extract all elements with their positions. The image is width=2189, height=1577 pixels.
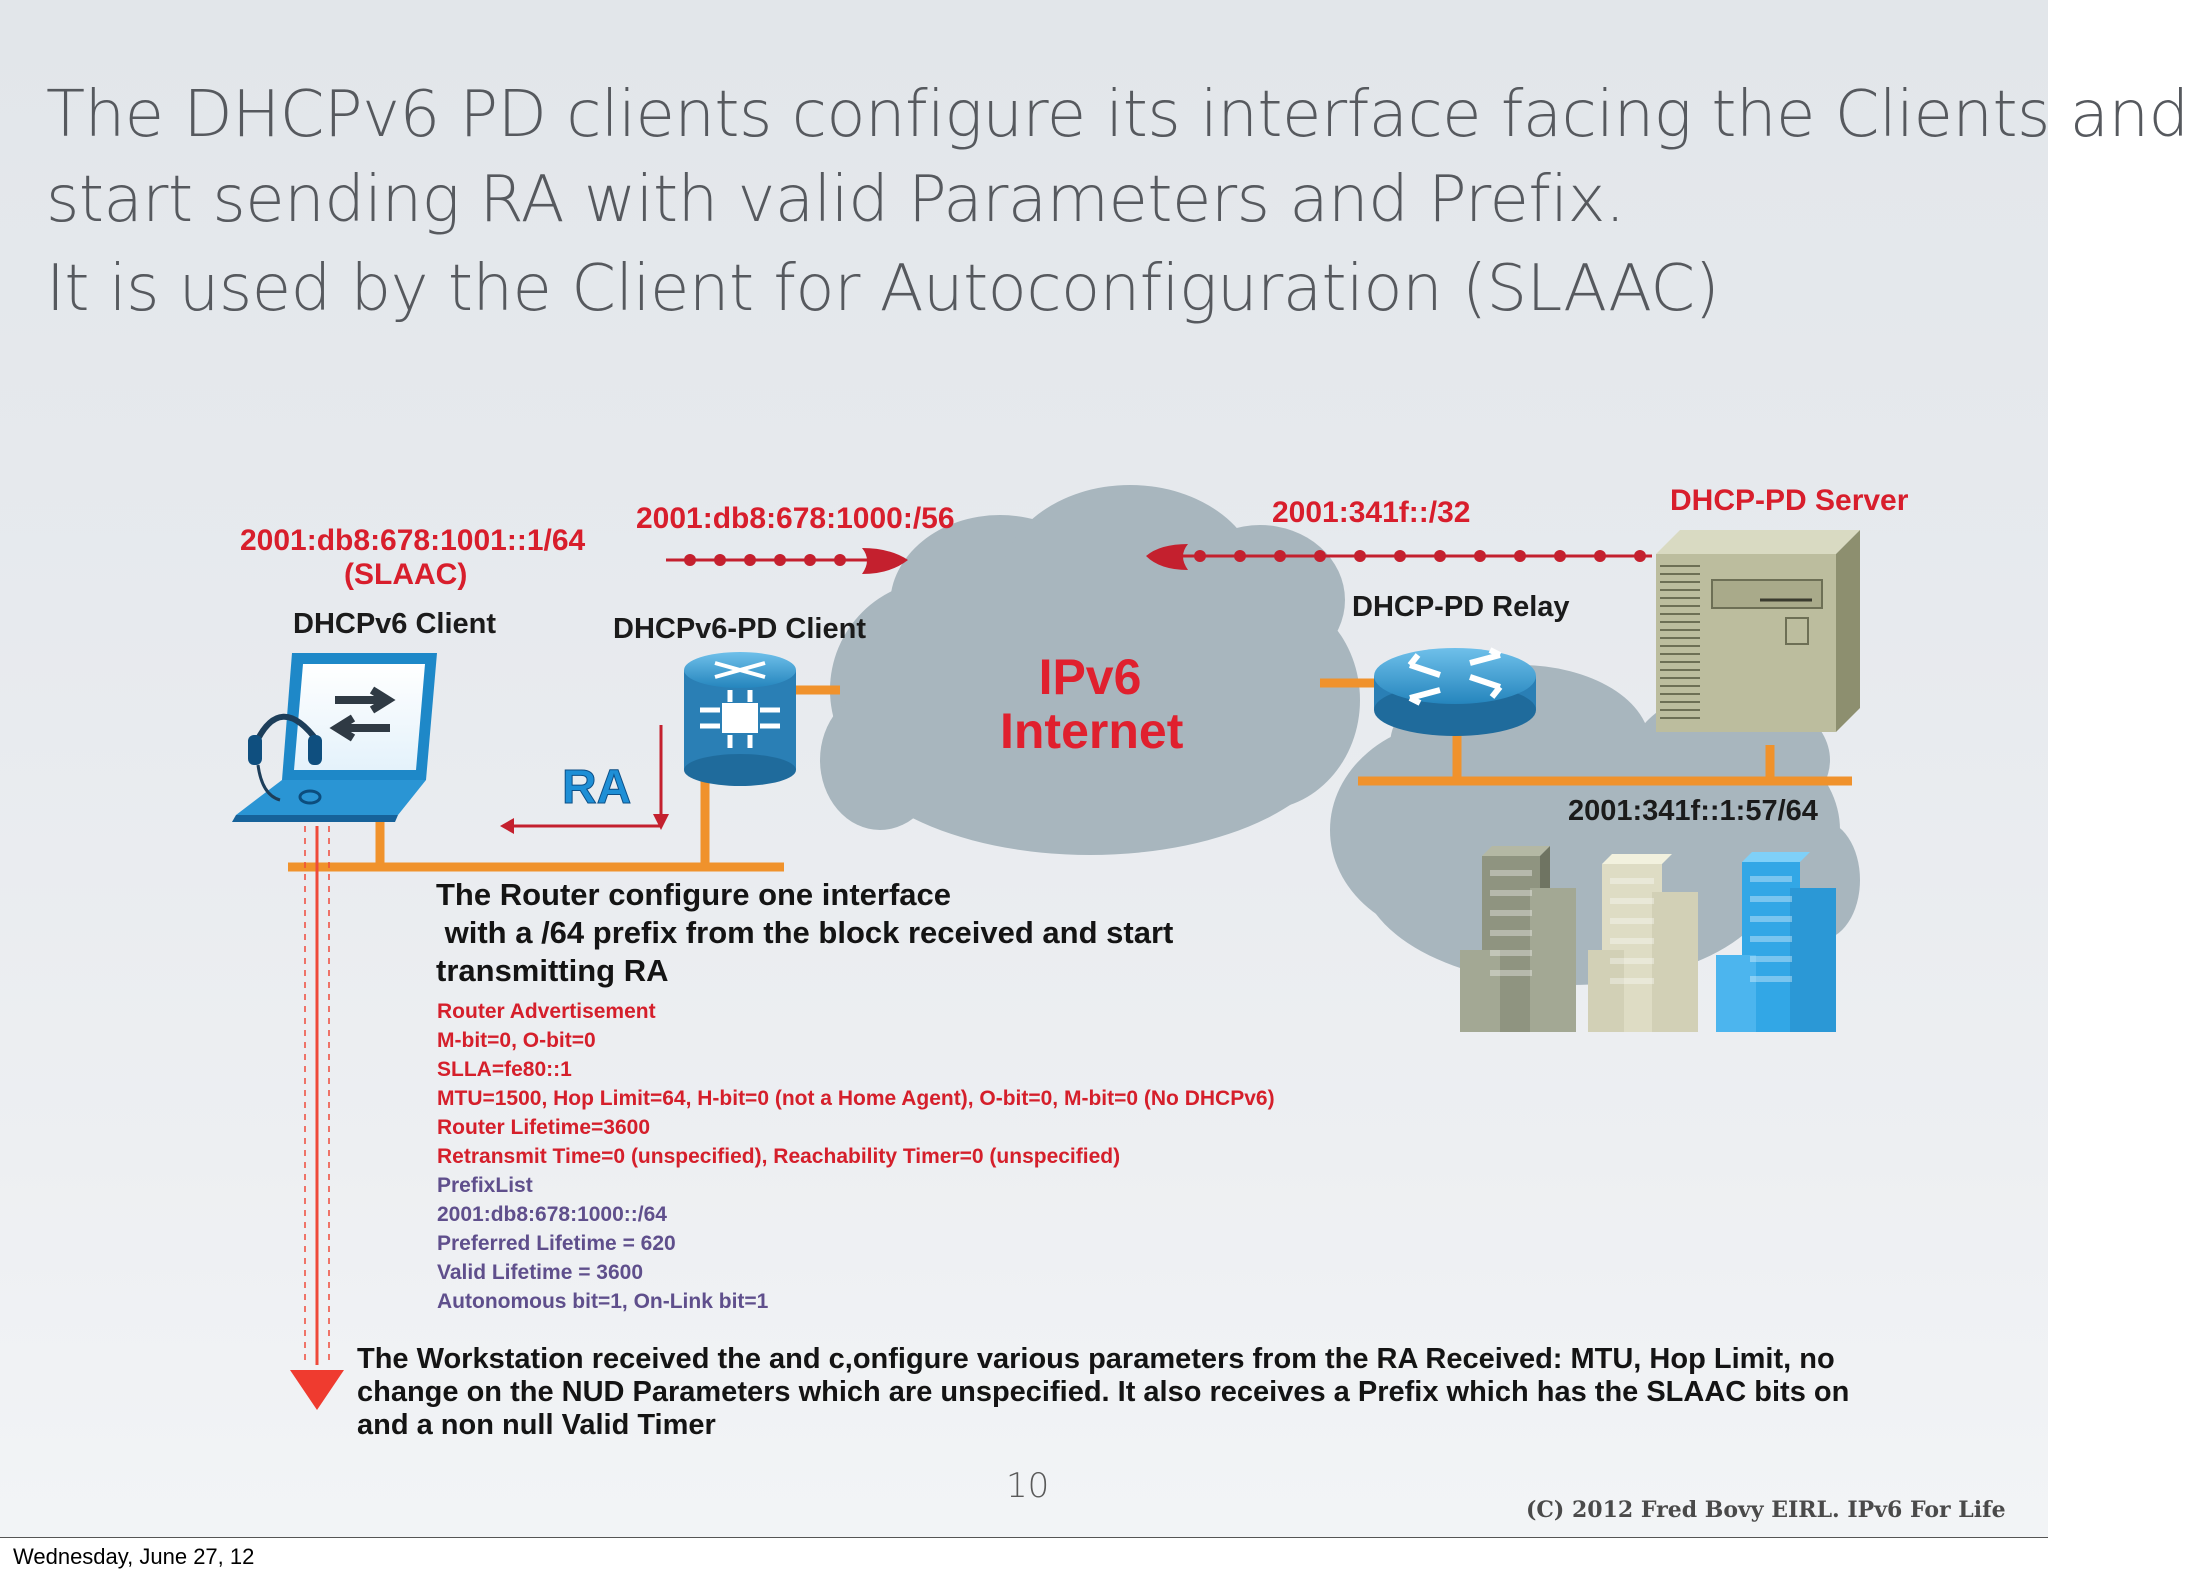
ra-arrow-icon: [500, 725, 669, 834]
ra-field-4: MTU=1500, Hop Limit=64, H-bit=0 (not a H…: [437, 1087, 1275, 1110]
ra-field-2: M-bit=0, O-bit=0: [437, 1029, 596, 1052]
pd-arrow-left-icon: [1146, 544, 1652, 570]
slide-title-line-1: The DHCPv6 PD clients configure its inte…: [46, 78, 2189, 152]
slide-title-line-3: It is used by the Client for Autoconfigu…: [46, 252, 1720, 326]
footer-date: Wednesday, June 27, 12: [13, 1544, 255, 1569]
cloud-label-line-1: IPv6: [1038, 649, 1142, 705]
laptop-icon: [232, 653, 437, 822]
ra-field-8: 2001:db8:678:1000::/64: [437, 1203, 667, 1226]
dhcpv6-client-label: DHCPv6 Client: [293, 608, 497, 640]
workstation-arrow-icon: [290, 826, 344, 1410]
server-subnet-label: 2001:341f::1:57/64: [1568, 795, 1818, 827]
pd-client-router-icon: [684, 652, 796, 786]
ra-field-10: Valid Lifetime = 3600: [437, 1261, 644, 1284]
dhcpv6-pd-client-label: DHCPv6-PD Client: [613, 613, 866, 645]
pd-client-prefix-label: 2001:db8:678:1000:/56: [636, 502, 955, 535]
slide: The DHCPv6 PD clients configure its inte…: [0, 0, 2189, 1537]
workstation-description: The Workstation received the and c,onfig…: [357, 1343, 1850, 1441]
server-icon: [1656, 530, 1860, 732]
ra-field-11: Autonomous bit=1, On-Link bit=1: [437, 1290, 769, 1313]
slide-title-line-2: start sending RA with valid Parameters a…: [46, 163, 1625, 237]
ra-field-3: SLLA=fe80::1: [437, 1058, 572, 1081]
server-label: DHCP-PD Server: [1670, 484, 1909, 517]
page-number: 10: [1006, 1466, 1050, 1506]
ra-field-6: Retransmit Time=0 (unspecified), Reachab…: [437, 1145, 1121, 1168]
internet-cloud: [820, 485, 1360, 855]
router-description-line-1: The Router configure one interface: [436, 877, 952, 912]
dhcp-pd-relay-label: DHCP-PD Relay: [1352, 591, 1570, 623]
client-slaac-note: (SLAAC): [344, 558, 468, 591]
lan-links: [288, 678, 1852, 872]
network-diagram: [232, 485, 1860, 1410]
router-description: The Router configure one interface with …: [436, 876, 1173, 990]
footer-bar: [0, 1537, 2048, 1577]
router-description-line-2: with a /64 prefix from the block receive…: [436, 915, 1174, 950]
copyright-notice: (C) 2012 Fred Bovy EIRL. IPv6 For Life: [1526, 1497, 2006, 1523]
internet-cloud-label: IPv6 Internet: [1000, 649, 1184, 759]
pd-arrow-right-icon: [666, 548, 908, 574]
ra-field-1: Router Advertisement: [437, 1000, 656, 1023]
ra-field-9: Preferred Lifetime = 620: [437, 1232, 676, 1255]
relay-router-icon: [1374, 647, 1536, 736]
ra-field-5: Router Lifetime=3600: [437, 1116, 650, 1139]
client-address-label: 2001:db8:678:1001::1/64: [240, 524, 586, 557]
cloud-label-line-2: Internet: [1000, 703, 1184, 759]
buildings-icon: [1460, 846, 1836, 1032]
ra-field-7: PrefixList: [437, 1174, 533, 1197]
relay-prefix-label: 2001:341f::/32: [1272, 496, 1471, 529]
router-description-line-3: transmitting RA: [436, 953, 669, 988]
ra-label: RA: [561, 761, 632, 815]
